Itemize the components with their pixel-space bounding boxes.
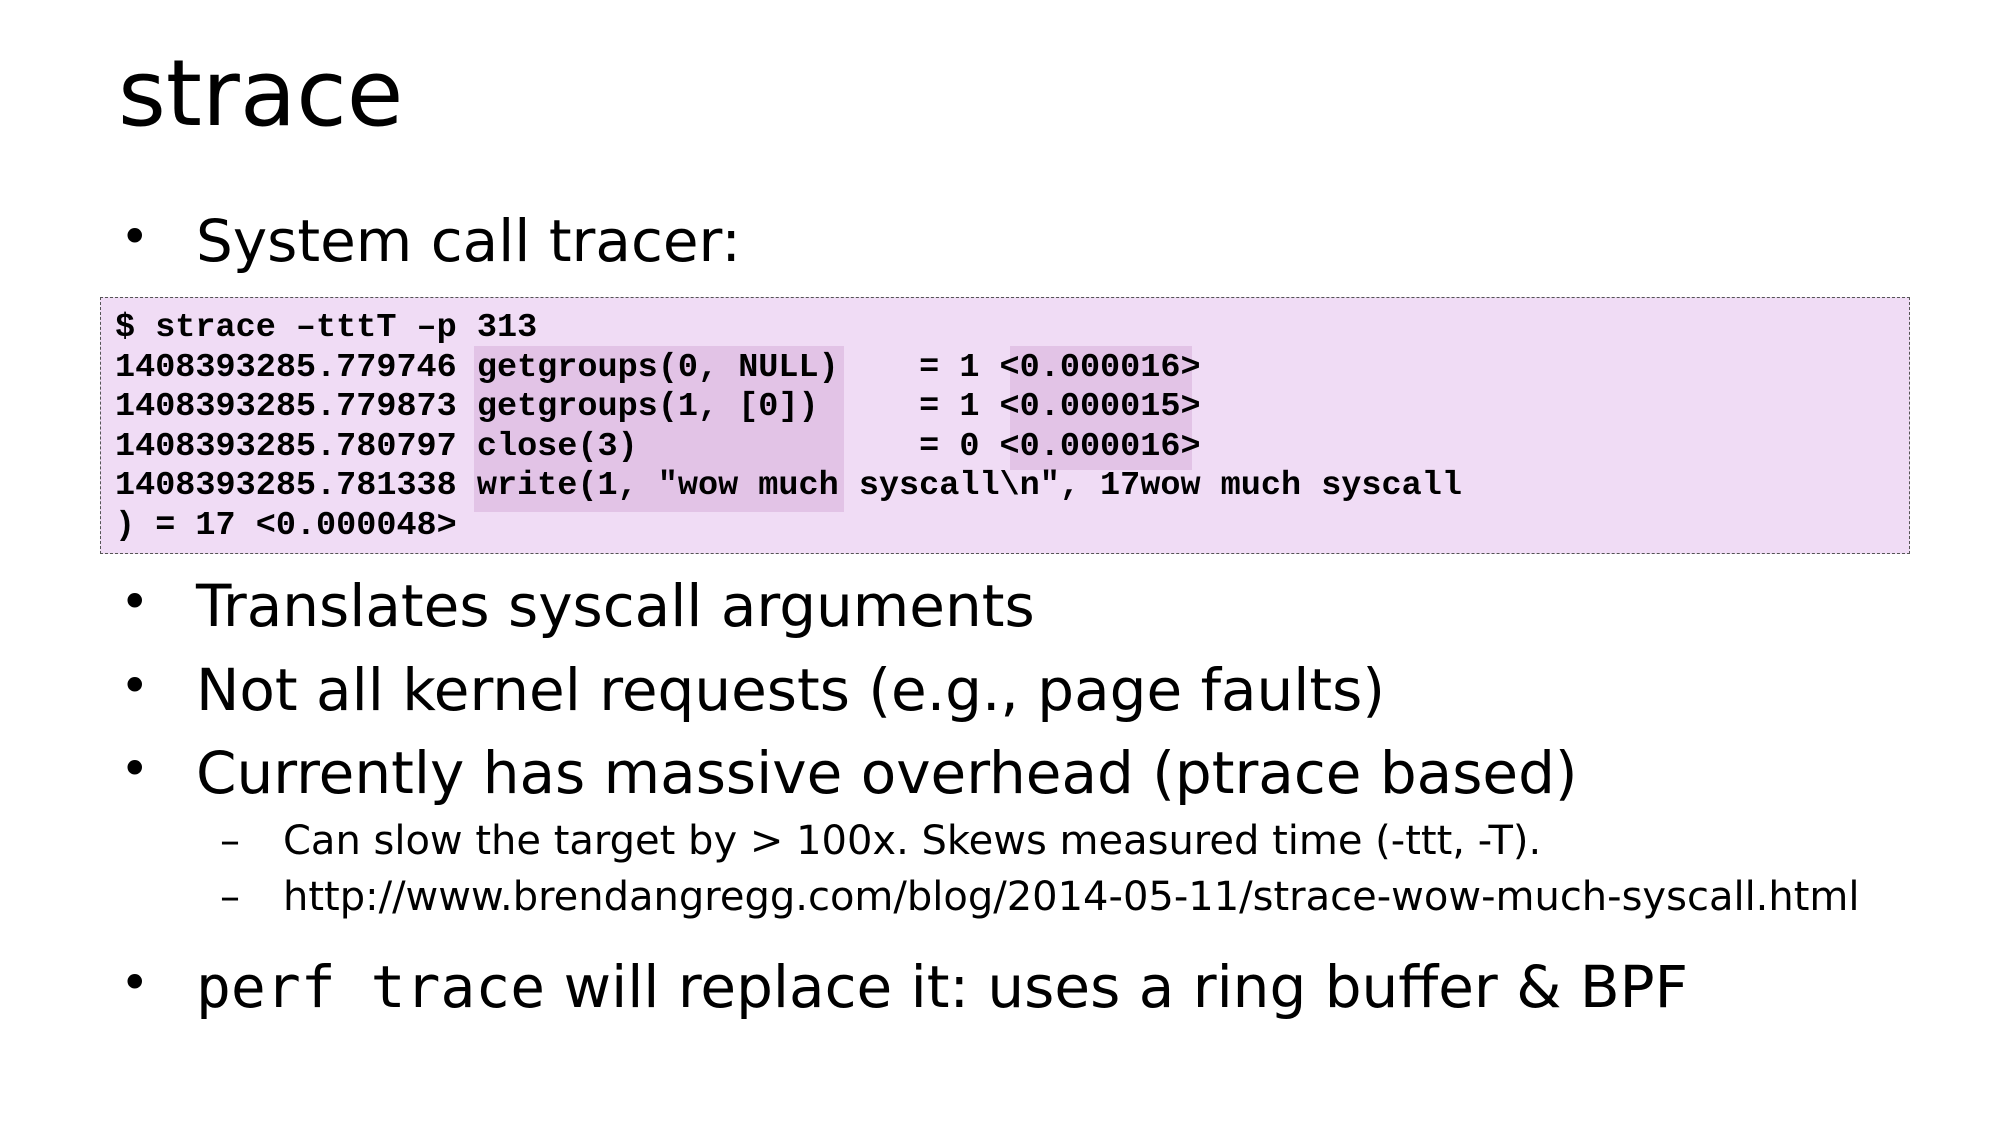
code-line: $ strace –tttT –p 313 xyxy=(115,309,538,347)
code-line: 1408393285.781338 write(1, "wow much sys… xyxy=(115,467,1462,505)
bullet-text: perf trace will replace it: uses a ring … xyxy=(196,958,1688,1016)
latency-highlight xyxy=(1010,346,1192,470)
bullet-text: Not all kernel requests (e.g., page faul… xyxy=(196,656,1385,724)
sub-bullet-text: Can slow the target by > 100x. Skews mea… xyxy=(283,818,1542,864)
perf-trace-code: perf trace xyxy=(196,953,546,1021)
bullet-item: • System call tracer: xyxy=(120,208,741,386)
sub-bullet-item: – Can slow the target by > 100x. Skews m… xyxy=(220,818,1541,941)
bullet-icon: • xyxy=(120,657,150,715)
bullet-text: System call tracer: xyxy=(196,207,741,275)
sub-bullet-item: – http://www.brendangregg.com/blog/2014-… xyxy=(220,874,1860,997)
bullet-item: • Currently has massive overhead (ptrace… xyxy=(120,740,1578,918)
bullet-icon: • xyxy=(120,740,150,798)
code-line: ) = 17 <0.000048> xyxy=(115,507,457,545)
code-line: 1408393285.779873 getgroups(1, [0]) = 1 … xyxy=(115,388,1201,426)
bullet-icon: • xyxy=(120,208,150,266)
bullet-text: Currently has massive overhead (ptrace b… xyxy=(196,739,1578,807)
dash-icon: – xyxy=(220,874,240,920)
bullet-text-rest: will replace it: uses a ring buffer & BP… xyxy=(545,953,1688,1021)
bullet-item: • perf trace will replace it: uses a rin… xyxy=(120,954,1688,1132)
bullet-item: • Translates syscall arguments xyxy=(120,573,1035,751)
code-line: 1408393285.780797 close(3) = 0 <0.000016… xyxy=(115,428,1201,466)
code-block xyxy=(100,297,1910,554)
syscall-highlight xyxy=(474,346,844,512)
slide-title: strace xyxy=(118,40,404,147)
bullet-icon: • xyxy=(120,954,150,1012)
bullet-text: Translates syscall arguments xyxy=(196,572,1035,640)
code-line: 1408393285.779746 getgroups(0, NULL) = 1… xyxy=(115,349,1201,387)
bullet-item: • Not all kernel requests (e.g., page fa… xyxy=(120,657,1385,835)
bullet-icon: • xyxy=(120,573,150,631)
blog-link[interactable]: http://www.brendangregg.com/blog/2014-05… xyxy=(283,874,1860,920)
dash-icon: – xyxy=(220,818,240,864)
